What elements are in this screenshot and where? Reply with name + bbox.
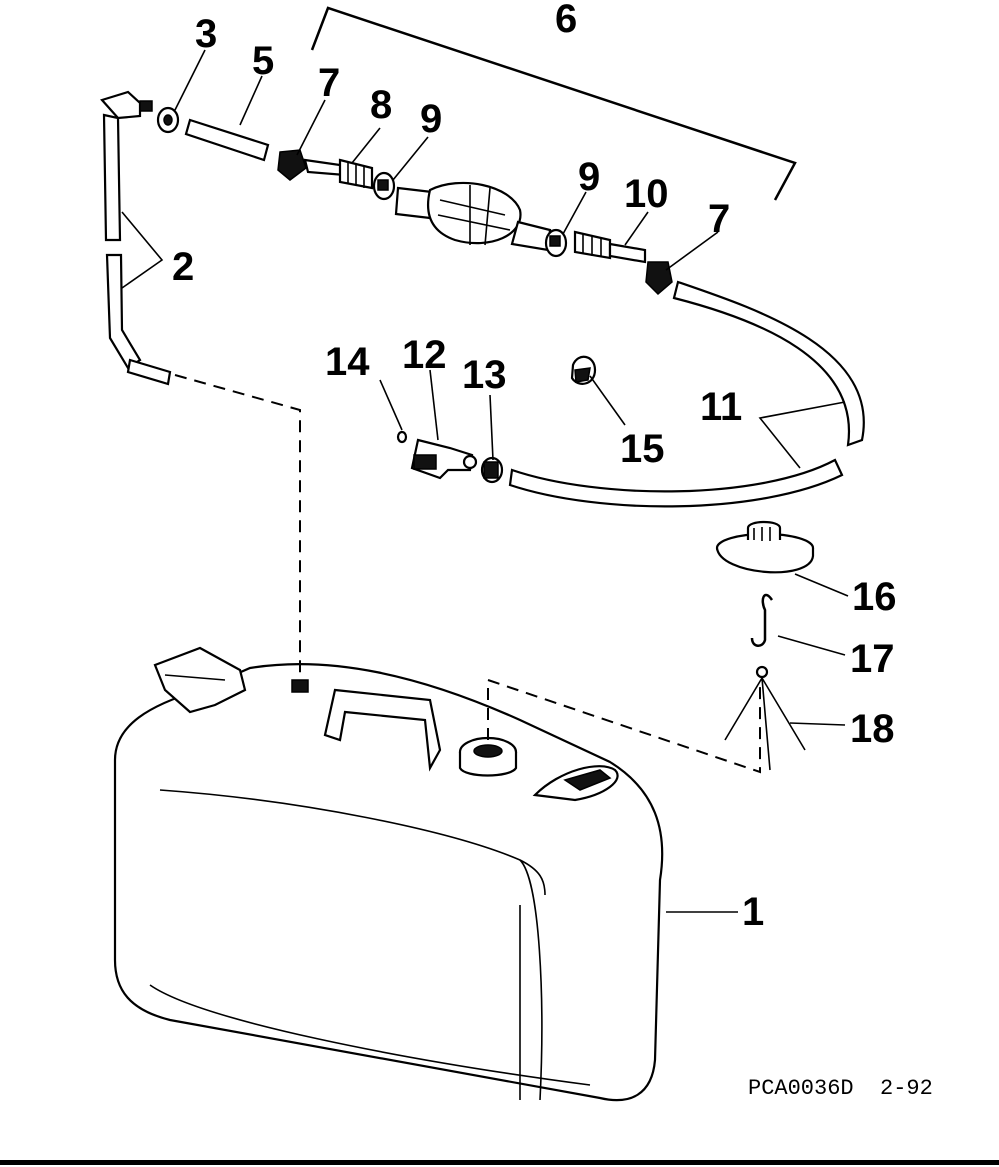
- fuel-line-bracket: [310, 6, 797, 201]
- callout-16: 16: [852, 575, 897, 619]
- callout-1: 1: [742, 890, 764, 934]
- callout-7-right: 7: [708, 197, 730, 241]
- pickup-tube: [100, 90, 172, 386]
- callout-5: 5: [252, 39, 274, 83]
- figure-code: PCA0036D 2-92: [748, 1076, 933, 1101]
- assembly-lines: [174, 374, 761, 774]
- primer-bulb: [394, 181, 552, 252]
- connector-12: [410, 438, 478, 480]
- hook-17: [750, 593, 774, 647]
- clamp-13: [480, 456, 504, 484]
- clamp-7-left: [277, 149, 307, 181]
- callout-12: 12: [402, 333, 447, 377]
- cap-15: [570, 355, 597, 385]
- callout-labels: 1 2 3 5 6 7 7 8 9 9 10 11 12 13 14 15 16…: [172, 0, 897, 934]
- hose-5: [184, 118, 270, 162]
- callout-3: 3: [195, 12, 217, 56]
- callout-8: 8: [370, 83, 392, 127]
- clamp-9-right: [544, 228, 568, 258]
- clamp-9-left: [372, 171, 396, 201]
- callout-7-left: 7: [318, 61, 340, 105]
- hose-11: [508, 280, 865, 508]
- callout-6: 6: [555, 0, 577, 41]
- callout-15: 15: [620, 427, 665, 471]
- callout-13: 13: [462, 353, 507, 397]
- leader-lines: [121, 49, 849, 913]
- callout-2: 2: [172, 245, 194, 289]
- callout-17: 17: [850, 637, 895, 681]
- callout-14: 14: [325, 340, 370, 384]
- callout-11: 11: [700, 385, 742, 429]
- callout-18: 18: [850, 707, 895, 751]
- fitting-8: [303, 158, 374, 190]
- filler-cap-16: [715, 520, 815, 574]
- clamp-3: [156, 106, 180, 134]
- o-ring-14: [396, 430, 408, 444]
- clamp-7-right: [645, 261, 673, 296]
- fuel-tank: [113, 646, 664, 1102]
- bottom-rule: [0, 1160, 999, 1165]
- callout-9-left: 9: [420, 97, 442, 141]
- retainer-18: [724, 665, 806, 771]
- callout-9-right: 9: [578, 155, 600, 199]
- callout-10: 10: [624, 172, 669, 216]
- fitting-10: [573, 230, 647, 264]
